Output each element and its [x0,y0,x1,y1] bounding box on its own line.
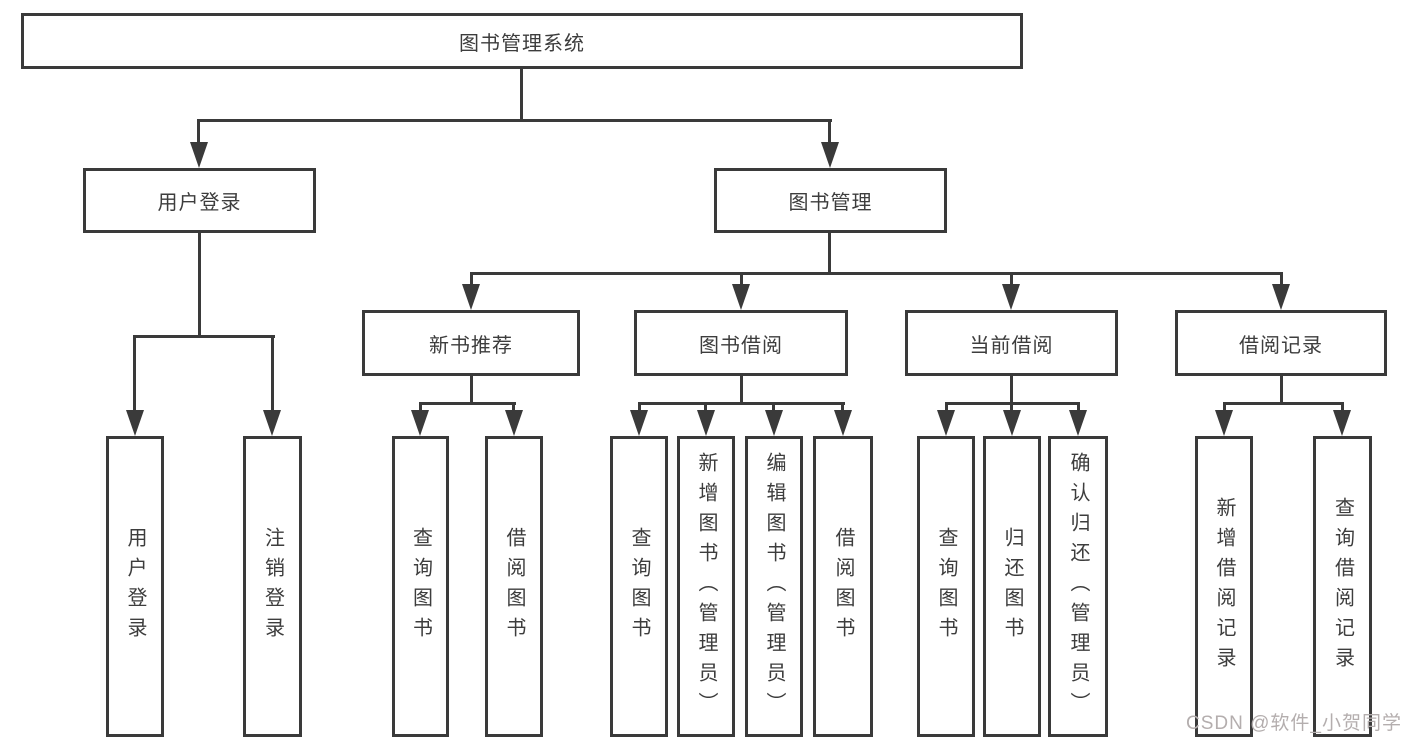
connector-line [638,402,845,405]
connector-line [520,68,523,121]
connector-line [133,335,275,338]
leaf-query-books-recommend: 查询图书 [392,436,449,737]
connector-line [638,402,641,416]
arrowhead-down-icon [1003,410,1021,436]
connector-line [704,402,707,416]
arrowhead-down-icon [697,410,715,436]
connector-line [198,232,201,338]
arrowhead-down-icon [732,284,750,310]
node-new-book-recommend: 新书推荐 [362,310,580,376]
node-user-login-label: 用户登录 [157,192,242,214]
connector-line [1341,402,1344,416]
arrowhead-down-icon [630,410,648,436]
node-user-login: 用户登录 [83,168,316,233]
leaf-borrow-books-recommend: 借阅图书 [485,436,543,737]
connector-line [841,402,844,416]
leaf-edit-books-admin-label: 编辑图书（管理员） [763,451,785,722]
node-book-borrow-label: 图书借阅 [699,334,783,357]
watermark: CSDN @软件_小贺同学 [1186,713,1402,734]
connector-line [133,335,136,415]
connector-line [1223,402,1226,416]
arrowhead-down-icon [821,142,839,168]
connector-line [197,119,832,122]
connector-line [1223,402,1344,405]
leaf-borrow-books-recommend-label: 借阅图书 [503,526,525,647]
leaf-query-borrow-record: 查询借阅记录 [1313,436,1372,737]
connector-line [470,374,473,405]
node-book-borrow: 图书借阅 [634,310,848,376]
connector-line [419,402,516,405]
node-root: 图书管理系统 [21,13,1023,69]
arrowhead-down-icon [126,410,144,436]
arrowhead-down-icon [937,410,955,436]
leaf-add-borrow-record: 新增借阅记录 [1195,436,1253,737]
node-current-borrow-label: 当前借阅 [969,334,1054,357]
leaf-confirm-return-admin-label: 确认归还（管理员） [1067,451,1089,722]
leaf-return-books: 归还图书 [983,436,1041,737]
connector-line [470,272,1283,275]
node-borrow-record: 借阅记录 [1175,310,1387,376]
connector-line [945,402,948,416]
arrowhead-down-icon [834,410,852,436]
leaf-confirm-return-admin: 确认归还（管理员） [1048,436,1108,737]
leaf-query-books-borrow: 查询图书 [610,436,668,737]
leaf-query-books-current-label: 查询图书 [935,526,957,647]
leaf-add-borrow-record-label: 新增借阅记录 [1213,496,1235,677]
leaf-logout-label: 注销登录 [261,526,284,647]
arrowhead-down-icon [190,142,208,168]
arrowhead-down-icon [1215,410,1233,436]
arrowhead-down-icon [1069,410,1087,436]
connector-line [1010,374,1013,405]
leaf-query-books-borrow-label: 查询图书 [628,526,650,647]
node-root-label: 图书管理系统 [459,32,585,55]
arrowhead-down-icon [263,410,281,436]
node-book-management-label: 图书管理 [788,192,873,214]
leaf-user-login-label: 用户登录 [124,526,146,647]
arrowhead-down-icon [411,410,429,436]
connector-line [512,402,515,416]
connector-line [828,232,831,275]
leaf-query-books-recommend-label: 查询图书 [409,526,432,647]
connector-line [419,402,422,416]
connector-line [1010,272,1013,288]
leaf-return-books-label: 归还图书 [1001,526,1023,647]
connector-line [197,119,200,147]
connector-line [1077,402,1080,416]
node-book-management: 图书管理 [714,168,947,233]
arrowhead-down-icon [1333,410,1351,436]
connector-line [271,335,274,415]
node-current-borrow: 当前借阅 [905,310,1118,376]
connector-line [1280,272,1283,288]
arrowhead-down-icon [765,410,783,436]
leaf-borrow-books-label: 借阅图书 [832,526,854,647]
arrowhead-down-icon [1002,284,1020,310]
connector-line [828,119,831,147]
connector-line [740,272,743,288]
leaf-add-books-admin: 新增图书（管理员） [677,436,735,737]
leaf-logout: 注销登录 [243,436,302,737]
arrowhead-down-icon [505,410,523,436]
leaf-borrow-books: 借阅图书 [813,436,873,737]
connector-line [1280,374,1283,405]
arrowhead-down-icon [1272,284,1290,310]
leaf-edit-books-admin: 编辑图书（管理员） [745,436,803,737]
node-new-book-recommend-label: 新书推荐 [429,334,513,357]
connector-line [772,402,775,416]
leaf-query-borrow-record-label: 查询借阅记录 [1331,496,1354,677]
connector-line [470,272,473,288]
connector-line [740,374,743,405]
node-borrow-record-label: 借阅记录 [1239,334,1323,357]
connector-line [1010,402,1013,416]
leaf-query-books-current: 查询图书 [917,436,975,737]
arrowhead-down-icon [462,284,480,310]
leaf-user-login: 用户登录 [106,436,164,737]
leaf-add-books-admin-label: 新增图书（管理员） [695,451,717,722]
